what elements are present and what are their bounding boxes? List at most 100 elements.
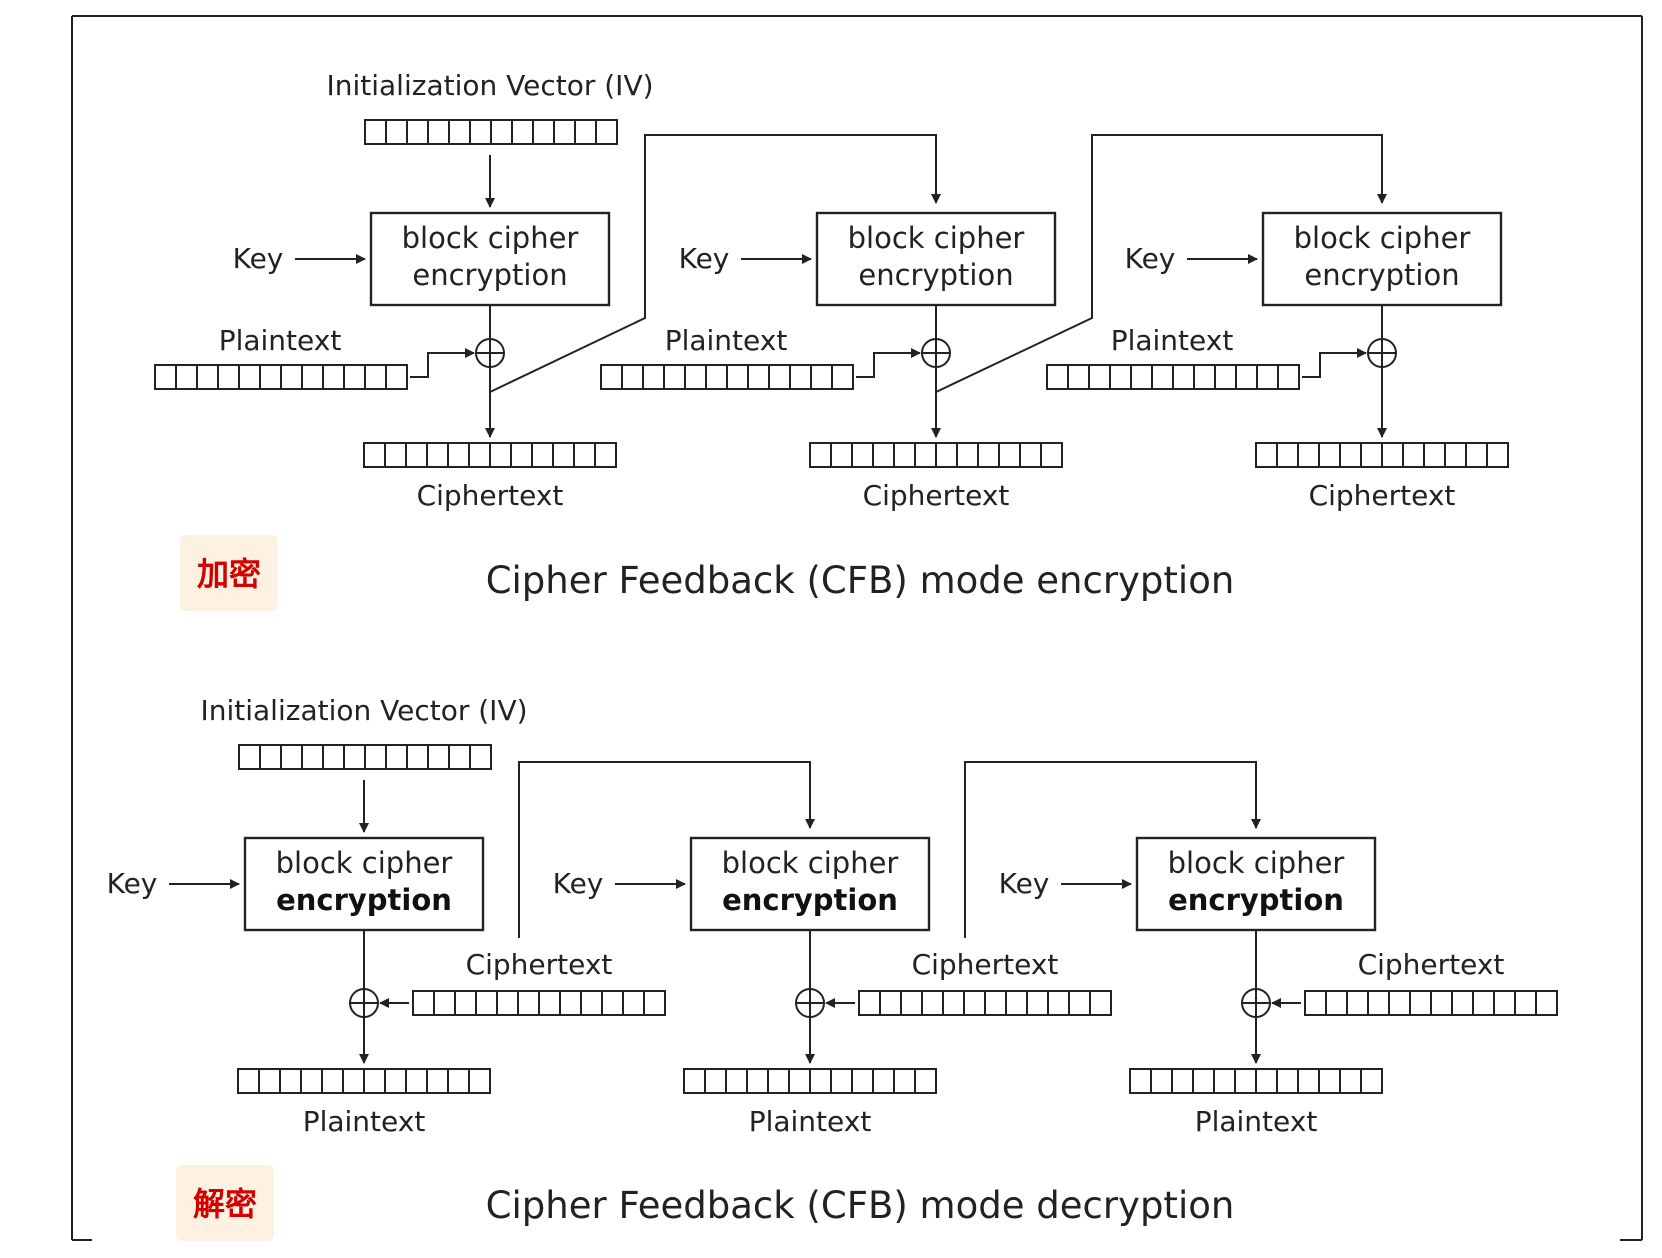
register-cell — [447, 1068, 470, 1094]
register-cell — [154, 364, 177, 390]
register-cell — [746, 1068, 769, 1094]
dec-box-line1: block cipher — [1168, 846, 1345, 880]
register-cell — [468, 442, 491, 468]
register-cell — [1276, 1068, 1299, 1094]
register-cell — [1346, 990, 1369, 1016]
register-cell — [768, 364, 791, 390]
register-cell — [301, 364, 324, 390]
register-cell — [1005, 990, 1028, 1016]
register-cell — [942, 990, 965, 1016]
register-cell — [1192, 1068, 1215, 1094]
dec-ciphertext-register — [858, 990, 1112, 1016]
frame — [71, 15, 1643, 1241]
register-cell — [684, 364, 707, 390]
dec-plaintext-label: Plaintext — [749, 1105, 872, 1138]
register-cell — [1381, 442, 1404, 468]
register-cell — [788, 1068, 811, 1094]
register-cell — [1388, 990, 1411, 1016]
register-cell — [385, 364, 408, 390]
xor-icon — [1241, 988, 1271, 1018]
register-cell — [237, 1068, 260, 1094]
dec-block-cipher-box — [1135, 836, 1377, 932]
register-cell — [553, 119, 576, 145]
register-cell — [427, 744, 450, 770]
xor-icon — [349, 988, 379, 1018]
register-cell — [364, 744, 387, 770]
dec-box-line2: encryption — [276, 883, 452, 917]
dec-key-label: Key — [107, 867, 158, 900]
dec-box-line2: encryption — [1168, 883, 1344, 917]
register-cell — [427, 119, 450, 145]
enc-plaintext-register — [154, 364, 408, 390]
enc-ciphertext-register — [363, 442, 617, 468]
dec-plaintext-register — [237, 1068, 491, 1094]
enc-key-label: Key — [1125, 242, 1176, 275]
register-cell — [767, 1068, 790, 1094]
enc-ciphertext-label: Ciphertext — [417, 479, 564, 512]
register-cell — [1151, 364, 1174, 390]
dec-box-line2: encryption — [722, 883, 898, 917]
register-cell — [364, 119, 387, 145]
register-cell — [1297, 442, 1320, 468]
register-cell — [879, 990, 902, 1016]
register-cell — [475, 990, 498, 1016]
register-cell — [1019, 442, 1042, 468]
register-cell — [238, 744, 261, 770]
dec-box-line1: block cipher — [722, 846, 899, 880]
dec-title: Cipher Feedback (CFB) mode decryption — [486, 1184, 1235, 1227]
register-cell — [363, 442, 386, 468]
register-cell — [580, 990, 603, 1016]
register-cell — [280, 744, 303, 770]
register-cell — [1214, 364, 1237, 390]
register-cell — [893, 1068, 916, 1094]
register-cell — [594, 442, 617, 468]
register-cell — [1068, 990, 1091, 1016]
register-cell — [469, 744, 492, 770]
enc-iv-cells — [364, 119, 618, 145]
register-cell — [385, 744, 408, 770]
register-cell — [1297, 1068, 1320, 1094]
register-cell — [900, 990, 923, 1016]
register-cell — [1339, 1068, 1362, 1094]
register-cell — [1234, 1068, 1257, 1094]
enc-box-line2: encryption — [1304, 258, 1459, 292]
register-cell — [447, 442, 470, 468]
dec-iv-cells — [238, 744, 492, 770]
enc-ciphertext-register — [1255, 442, 1509, 468]
register-cell — [1304, 990, 1327, 1016]
enc-key-label: Key — [679, 242, 730, 275]
register-cell — [1040, 442, 1063, 468]
register-cell — [196, 364, 219, 390]
register-cell — [573, 442, 596, 468]
enc-feedback-lines — [489, 134, 1387, 393]
enc-tag-background — [180, 535, 278, 611]
register-cell — [977, 442, 1000, 468]
register-cell — [1067, 364, 1090, 390]
register-cell — [321, 1068, 344, 1094]
enc-ciphertext-label: Ciphertext — [863, 479, 1010, 512]
register-cell — [1444, 442, 1467, 468]
register-cell — [642, 364, 665, 390]
register-cell — [426, 442, 449, 468]
register-cell — [1255, 442, 1278, 468]
register-cell — [384, 1068, 407, 1094]
enc-tag: 加密 — [197, 555, 261, 593]
register-cell — [468, 1068, 491, 1094]
register-cell — [1276, 442, 1299, 468]
register-cell — [601, 990, 624, 1016]
dec-ciphertext-label: Ciphertext — [1358, 948, 1505, 981]
register-cell — [1088, 364, 1111, 390]
register-cell — [448, 744, 471, 770]
register-cell — [1360, 442, 1383, 468]
dec-box-line1: block cipher — [276, 846, 453, 880]
register-cell — [1367, 990, 1390, 1016]
register-cell — [364, 364, 387, 390]
register-cell — [851, 442, 874, 468]
register-cell — [921, 990, 944, 1016]
register-cell — [1360, 1068, 1383, 1094]
dec-plaintext-register — [1129, 1068, 1383, 1094]
register-cell — [1235, 364, 1258, 390]
